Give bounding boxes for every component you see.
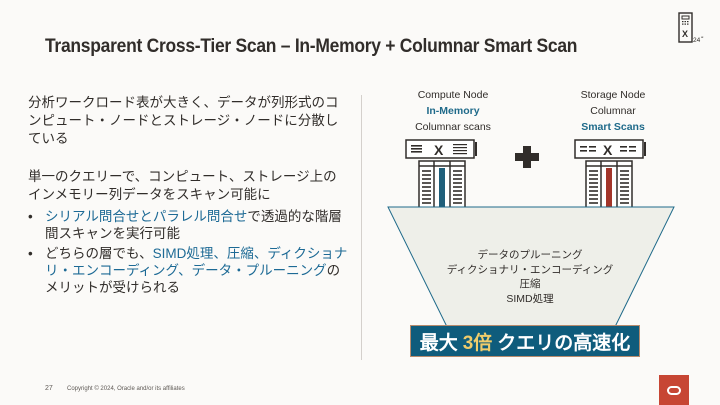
bullet-benefits: どちらの層でも、SIMD処理、圧縮、ディクショナリ・エンコーディング、データ・プ…	[28, 245, 348, 296]
paragraph-single-query: 単一のクエリーで、コンピュート、ストレージ上のインメモリー列データをスキャン可能…	[28, 169, 337, 202]
storage-node-label: Storage Node Columnar Smart Scans	[580, 89, 646, 133]
feature-bullets: シリアル問合せとパラレル問合せで透過的な階層間スキャンを実行可能 どちらの層でも…	[28, 208, 348, 296]
oracle-logo	[659, 375, 689, 405]
page-number: 27	[45, 385, 53, 392]
copyright-text: Copyright © 2024, Oracle and/or its affi…	[67, 386, 185, 392]
compute-node-label: Compute Node In-Memory Columnar scans	[415, 89, 491, 133]
exadata-x24-icon: X 24 ai	[678, 12, 704, 44]
slide-title: Transparent Cross-Tier Scan – In-Memory …	[45, 36, 578, 57]
column-divider	[361, 95, 362, 360]
svg-text:X: X	[603, 142, 613, 158]
funnel-feature-list: データのプルーニング ディクショナリ・エンコーディング 圧縮 SIMD処理	[446, 249, 614, 305]
plus-icon	[515, 146, 539, 168]
svg-text:X: X	[434, 142, 444, 158]
paragraph-data-distribution: 分析ワークロード表が大きく、データが列形式のコンピュート・ノードとストレージ・ノ…	[28, 95, 339, 146]
speedup-banner: 最大 3倍 クエリの高速化	[410, 325, 640, 357]
svg-text:ai: ai	[701, 35, 704, 39]
oracle-ring-icon	[667, 385, 681, 395]
left-text-column: 分析ワークロード表が大きく、データが列形式のコンピュート・ノードとストレージ・ノ…	[28, 94, 348, 296]
svg-text:24: 24	[693, 37, 701, 44]
bullet-serial-parallel: シリアル問合せとパラレル問合せで透過的な階層間スキャンを実行可能	[28, 208, 348, 242]
svg-text:X: X	[682, 29, 688, 39]
